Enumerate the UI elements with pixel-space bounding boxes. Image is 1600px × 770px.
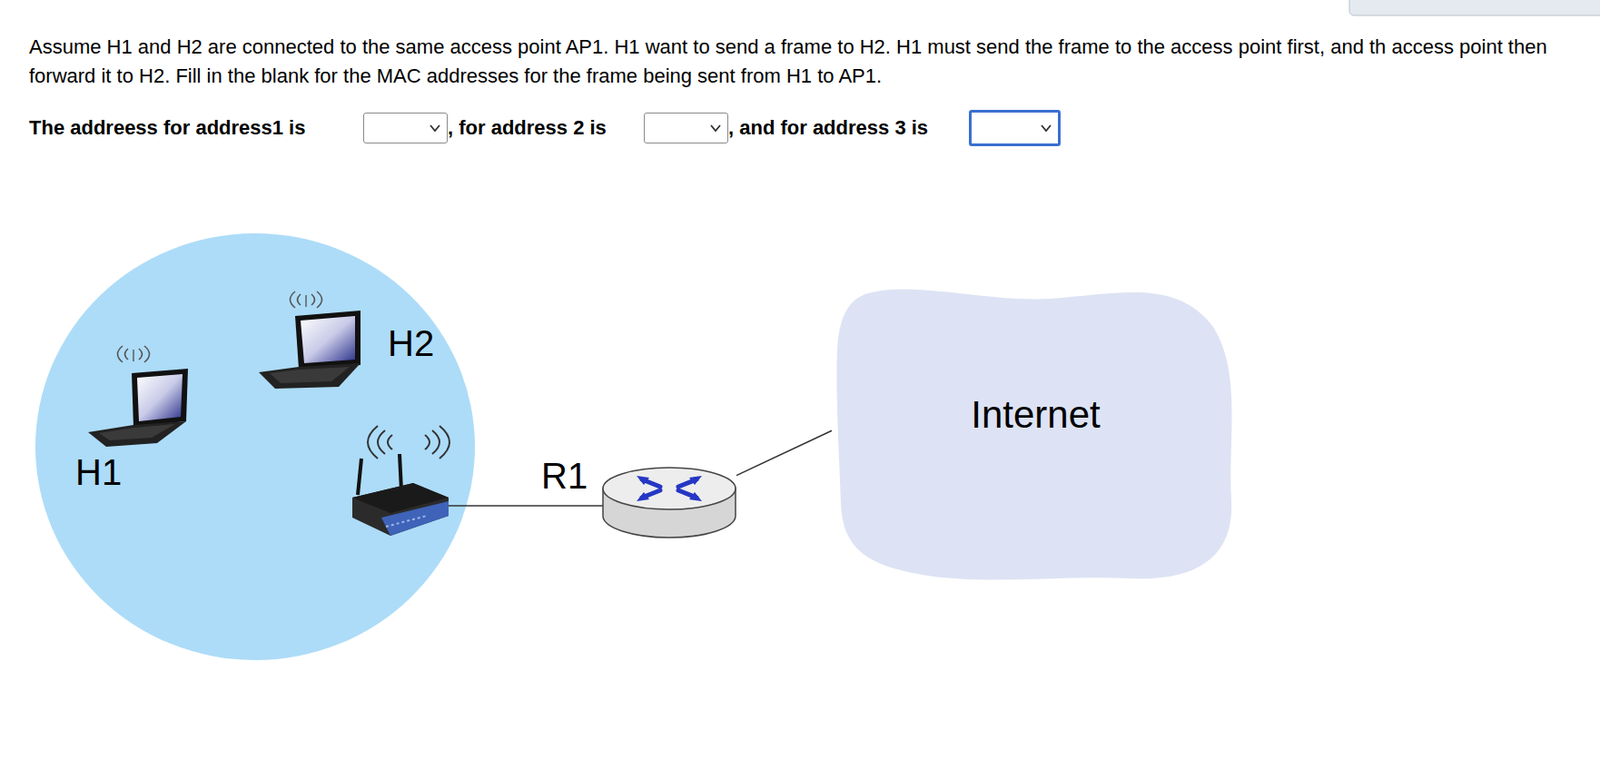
node-label: H1 (75, 452, 122, 494)
node-label: R1 (541, 455, 588, 497)
dropdown (363, 112, 448, 144)
bss-circle (35, 233, 475, 661)
node-label: H2 (387, 323, 435, 365)
router: R1 (602, 466, 737, 540)
host-laptop: H1 (86, 343, 205, 448)
link-line (736, 430, 832, 475)
host-laptop: H2 (258, 288, 377, 391)
prompt-text: , and for address 3 is (728, 114, 929, 142)
prompt-text: The addreess for address1 is (29, 114, 306, 142)
chevron (709, 121, 722, 135)
prompt-text: , for address 2 is (447, 114, 607, 142)
internet-cloud: Internet (831, 286, 1240, 582)
laptop-symbol (258, 288, 377, 391)
chevron (428, 121, 442, 135)
wire (441, 504, 603, 507)
node-label: Internet (831, 393, 1240, 437)
router-symbol (602, 466, 737, 540)
dropdown (643, 112, 729, 144)
dropdown (968, 109, 1061, 147)
access-point-symbol (352, 425, 450, 536)
chevron (1039, 121, 1053, 135)
panel-fragment (1349, 0, 1600, 16)
laptop-symbol (86, 343, 205, 448)
question-text: Assume H1 and H2 are connected to the sa… (29, 32, 1584, 91)
